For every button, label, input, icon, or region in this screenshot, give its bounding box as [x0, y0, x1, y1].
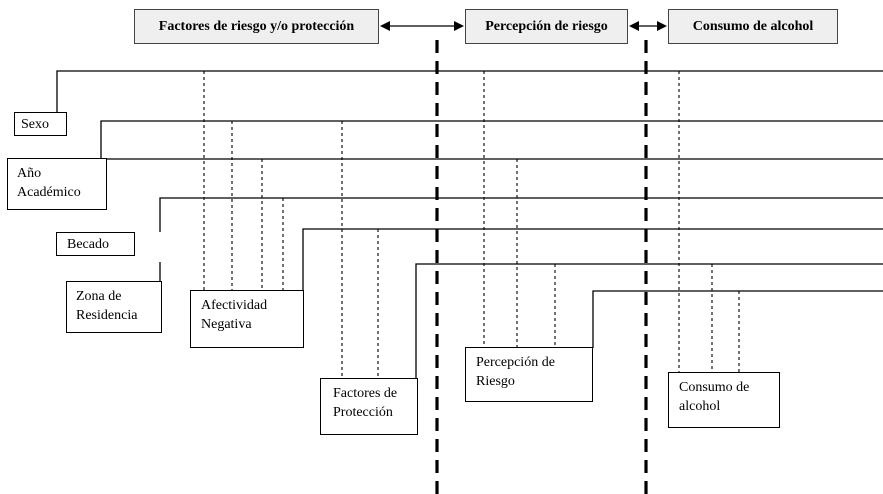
- box-zona-residencia: Zona de Residencia: [66, 281, 162, 333]
- consumo-label-line2: alcohol: [679, 399, 721, 414]
- consumo-label-line1: Consumo de: [679, 380, 750, 395]
- becado-line: [159, 197, 883, 232]
- afectividad-line: [302, 228, 883, 290]
- anio-label-line1: Año: [17, 166, 42, 181]
- afect-label-line2: Negativa: [201, 317, 252, 332]
- header-consumo-alcohol: Consumo de alcohol: [668, 9, 838, 44]
- afect-label-line1: Afectividad: [201, 298, 268, 313]
- arrow-2-left-head: [629, 21, 639, 31]
- arrow-1-left-head: [380, 21, 390, 31]
- box-afectividad-negativa: Afectividad Negativa: [190, 290, 304, 348]
- sexo-label: Sexo: [21, 117, 49, 132]
- box-percepcion-riesgo: Percepción de Riesgo: [465, 347, 593, 402]
- box-consumo-alcohol: Consumo de alcohol: [668, 372, 780, 428]
- factprot-label-line1: Factores de: [333, 386, 398, 401]
- arrow-1-right-head: [454, 21, 464, 31]
- header-consumo-label: Consumo de alcohol: [692, 19, 814, 34]
- header-factores-riesgo: Factores de riesgo y/o protección: [134, 9, 379, 44]
- header-percepcion-riesgo: Percepción de riesgo: [465, 9, 628, 44]
- box-becado: Becado: [56, 232, 135, 256]
- anio-line-2: [100, 158, 883, 160]
- zona-label-line1: Zona de: [76, 289, 122, 304]
- header-factores-label: Factores de riesgo y/o protección: [158, 19, 355, 34]
- arrow-2-right-head: [657, 21, 667, 31]
- factprot-label-line2: Protección: [333, 405, 393, 420]
- anio-line: [100, 120, 883, 158]
- percep-label-line1: Percepción de: [476, 355, 555, 370]
- zona-label-line2: Residencia: [76, 308, 138, 323]
- box-sexo: Sexo: [14, 112, 67, 136]
- sexo-line: [56, 70, 883, 112]
- header-percepcion-label: Percepción de riesgo: [485, 19, 608, 34]
- becado-label: Becado: [67, 237, 109, 252]
- box-anio-academico: Año Académico: [7, 158, 107, 210]
- box-factores-proteccion: Factores de Protección: [320, 378, 418, 435]
- percep-label-line2: Riesgo: [476, 374, 515, 389]
- anio-label-line2: Académico: [17, 185, 81, 200]
- percepcion-line: [592, 290, 883, 348]
- factores-proteccion-line: [415, 263, 883, 378]
